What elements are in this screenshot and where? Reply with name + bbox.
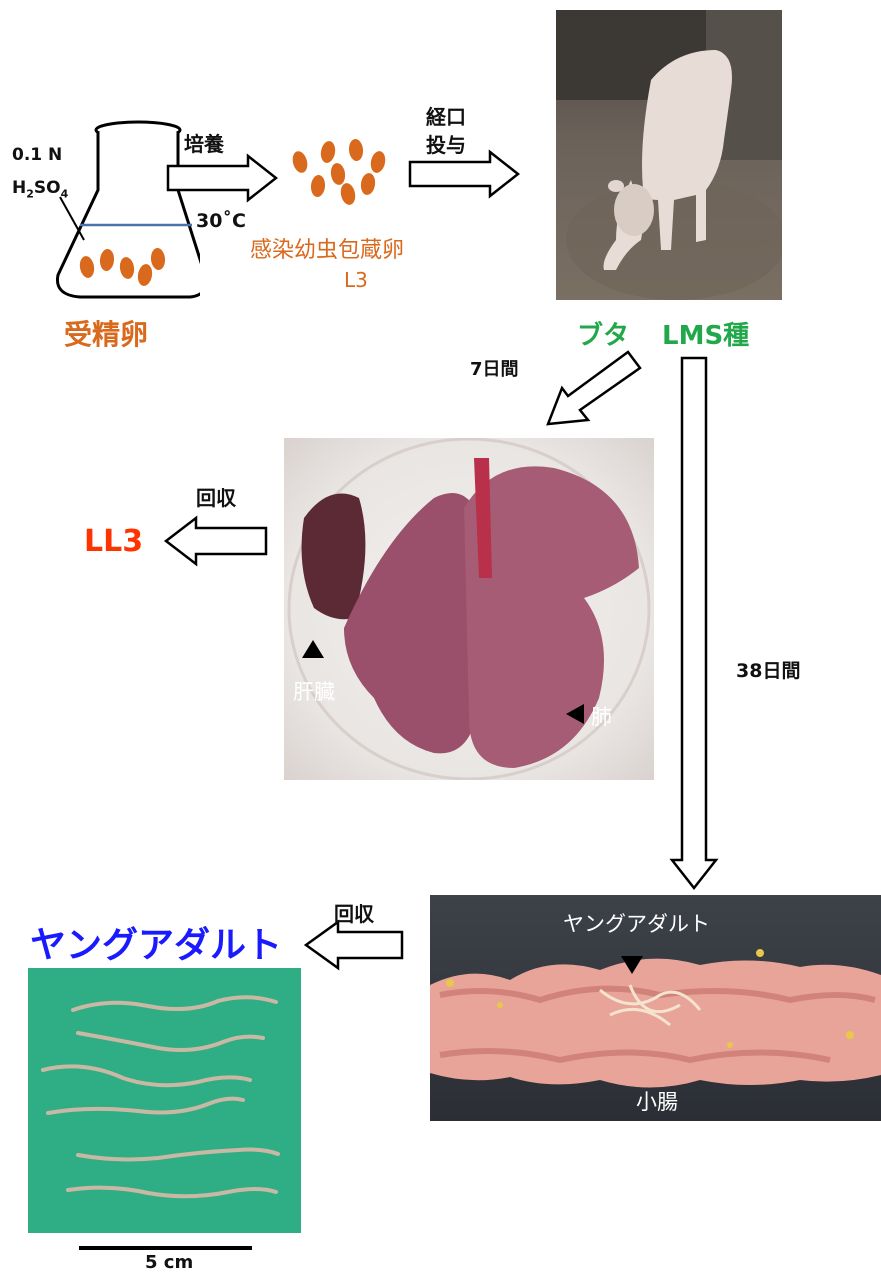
oral-label-line2: 投与 (426, 129, 466, 158)
worm (43, 1066, 250, 1085)
worm (68, 1188, 276, 1197)
oral-label-line1: 経口 (426, 101, 466, 130)
pig-icon (556, 10, 782, 300)
l3-stage-label: L3 (344, 268, 368, 292)
reagent-line1: 0.1 N (12, 145, 62, 165)
worm (78, 1150, 278, 1160)
worms-illustration (28, 968, 301, 1233)
days7-label: 7日間 (470, 355, 519, 381)
recover-label-ll3: 回収 (196, 482, 236, 511)
liver-marker-icon (302, 640, 324, 658)
lung-label: 肺 (591, 701, 612, 731)
young-adult-title: ヤングアダルト (30, 916, 282, 968)
small-intestine-label: 小腸 (636, 1086, 678, 1116)
days38-label: 38日間 (736, 656, 800, 683)
intestine-young-adult-label: ヤングアダルト (563, 908, 710, 938)
arrow-right-icon (410, 152, 518, 196)
worm (78, 1033, 263, 1050)
pig-label-species: ブタ (577, 315, 629, 352)
recover-label-young-adult: 回収 (334, 898, 374, 927)
arrow-left-icon (166, 518, 266, 564)
fertilized-egg-caption: 受精卵 (64, 313, 148, 353)
culture-label: 培養 (184, 128, 224, 157)
temperature-label: 30˚C (196, 210, 246, 232)
embryonated-egg-label: 感染幼虫包蔵卵 (250, 232, 404, 264)
scale-bar-line (79, 1246, 252, 1250)
scale-bar-label: 5 cm (145, 1252, 193, 1273)
arrow-down-left-icon (548, 352, 640, 424)
worm (48, 1099, 243, 1113)
worm (73, 997, 276, 1010)
pig-photo (556, 10, 782, 300)
pig-label-breed: LMS種 (662, 315, 749, 352)
liver-label: 肝臓 (293, 676, 335, 706)
lung-marker-icon (566, 704, 584, 724)
flask-diagram (40, 115, 200, 305)
young-adult-marker-icon (621, 956, 643, 974)
egg-cluster-icon (290, 138, 390, 208)
young-adult-worms-photo (28, 968, 301, 1233)
reagent-line2: H2SO4 (12, 178, 68, 200)
arrow-down-icon (672, 358, 716, 888)
liver-shape (302, 494, 366, 620)
erlenmeyer-flask-icon (40, 115, 200, 305)
arrow-left-icon (306, 922, 402, 968)
embryonated-eggs (290, 138, 390, 208)
ll3-label: LL3 (84, 524, 143, 559)
